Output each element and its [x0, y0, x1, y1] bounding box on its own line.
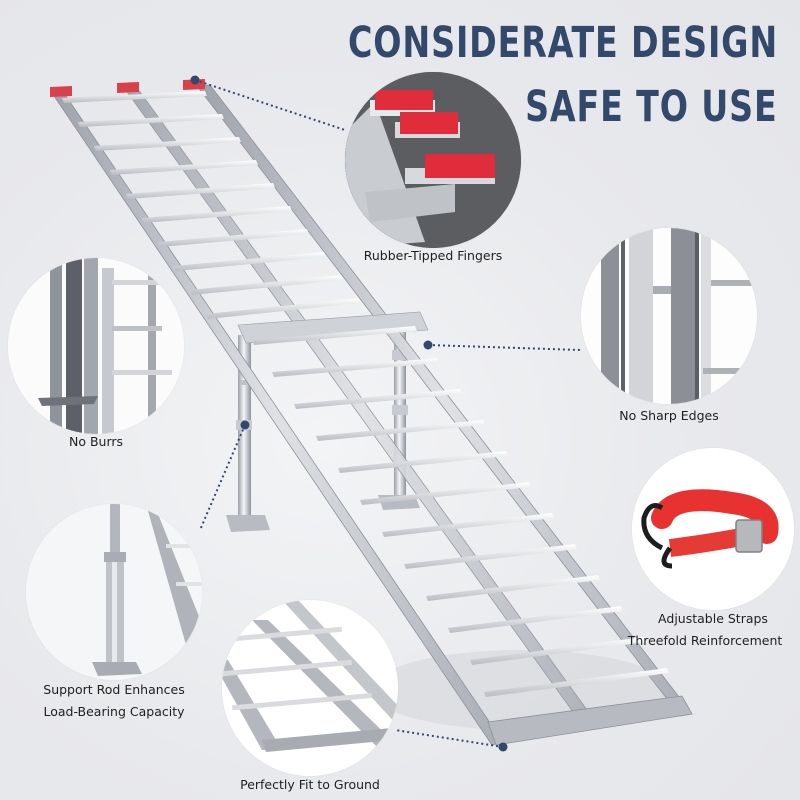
- callout-dots: [190, 75, 508, 752]
- feature-label-threefold-reinforcement: Threefold Reinforcement: [627, 633, 783, 648]
- feature-label-no-sharp-edges: No Sharp Edges: [619, 408, 719, 423]
- callout-lines: [194, 79, 581, 748]
- feature-image-rubber-tipped-fingers: [345, 72, 521, 248]
- feature-label-support-rod: Support Rod Enhances: [43, 682, 185, 697]
- feature-label-rubber-tipped-fingers: Rubber-Tipped Fingers: [363, 248, 503, 263]
- feature-label-no-burrs: No Burrs: [68, 434, 124, 449]
- rubber-tips: [50, 79, 205, 97]
- feature-image-adjustable-straps: [632, 448, 794, 610]
- feature-image-support-rod: [26, 504, 202, 680]
- feature-image-no-sharp-edges: [581, 228, 757, 404]
- feature-label-fit-to-ground: Perfectly Fit to Ground: [240, 777, 380, 792]
- ramp-frame: [51, 84, 693, 746]
- feature-label-adjustable-straps: Adjustable Straps: [658, 611, 768, 626]
- feature-image-fit-to-ground: [222, 600, 398, 776]
- headline-line-1: CONSIDERATE DESIGN: [347, 18, 778, 68]
- feature-label-load-bearing: Load-Bearing Capacity: [43, 704, 185, 719]
- ramp-rungs: [62, 91, 669, 697]
- headline-line-2: SAFE TO USE: [525, 82, 778, 132]
- feature-image-no-burrs: [8, 258, 184, 434]
